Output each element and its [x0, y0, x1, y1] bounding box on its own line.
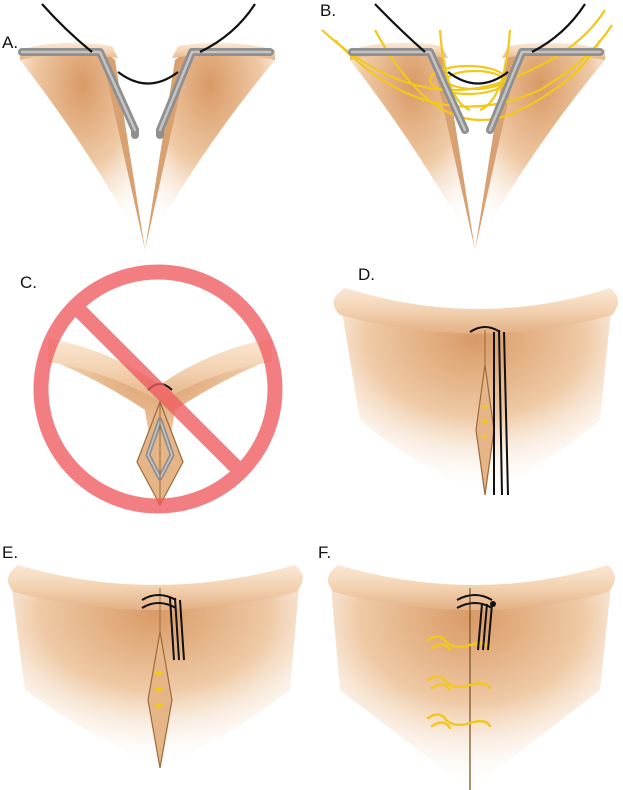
panel-a-label: A. [2, 33, 18, 52]
wound-wall-left [100, 48, 145, 250]
suture-gray-right-highlight [488, 50, 602, 132]
skin-edge-bar [327, 565, 615, 610]
panel-f: F. [318, 543, 615, 790]
thread-strand [482, 603, 488, 651]
skin-edge-left [48, 338, 160, 402]
thread-strand [169, 597, 175, 661]
knot-icon [456, 602, 493, 609]
prohibited-sign-icon [33, 264, 283, 514]
thread-strand [179, 599, 185, 661]
knot-icon [141, 602, 177, 609]
suture-gray-left-highlight [350, 50, 467, 132]
thread-strand [487, 603, 493, 651]
buried-suture-markers [481, 405, 489, 439]
panel-a: A. [2, 3, 275, 250]
wound-wall-right [145, 48, 190, 250]
suture-gray-left-highlight [20, 50, 137, 132]
thread-right [531, 3, 586, 53]
suture-gray-right-highlight [158, 50, 272, 132]
thread-right [199, 3, 256, 53]
skin-edge-bar [333, 288, 619, 334]
knot-icon [456, 594, 493, 601]
knot-icon [141, 594, 177, 601]
thread-left [41, 3, 93, 53]
panel-e: E. [2, 543, 303, 769]
wound-wall-left [430, 48, 475, 250]
skin-surface [330, 575, 612, 790]
thread-left [374, 3, 426, 53]
buried-suture-markers [154, 672, 164, 709]
panel-d: D. [333, 265, 619, 496]
skin-edge-right [160, 338, 272, 402]
panel-c: C. [20, 264, 283, 514]
thread-strand [503, 331, 509, 496]
knot-icon [469, 326, 501, 333]
panel-f-label: F. [318, 543, 331, 562]
wound-wall-right [475, 48, 520, 250]
thread-strand [174, 597, 180, 661]
thread-strand [498, 329, 503, 496]
thread-strand [477, 603, 483, 651]
panel-c-label: C. [20, 273, 37, 292]
panel-b: B. [320, 1, 613, 250]
yellow-buried-sutures [426, 635, 492, 730]
thread-loop [447, 71, 509, 85]
wound-gap [475, 364, 495, 496]
wound-gap [147, 631, 173, 769]
skin-edge-bar [7, 565, 303, 610]
panel-b-label: B. [320, 1, 336, 20]
panel-d-label: D. [358, 265, 375, 284]
skin-surface [340, 300, 612, 495]
panel-e-label: E. [2, 543, 18, 562]
thread-loop [117, 71, 179, 85]
yellow-suture-arcs [321, 9, 613, 122]
